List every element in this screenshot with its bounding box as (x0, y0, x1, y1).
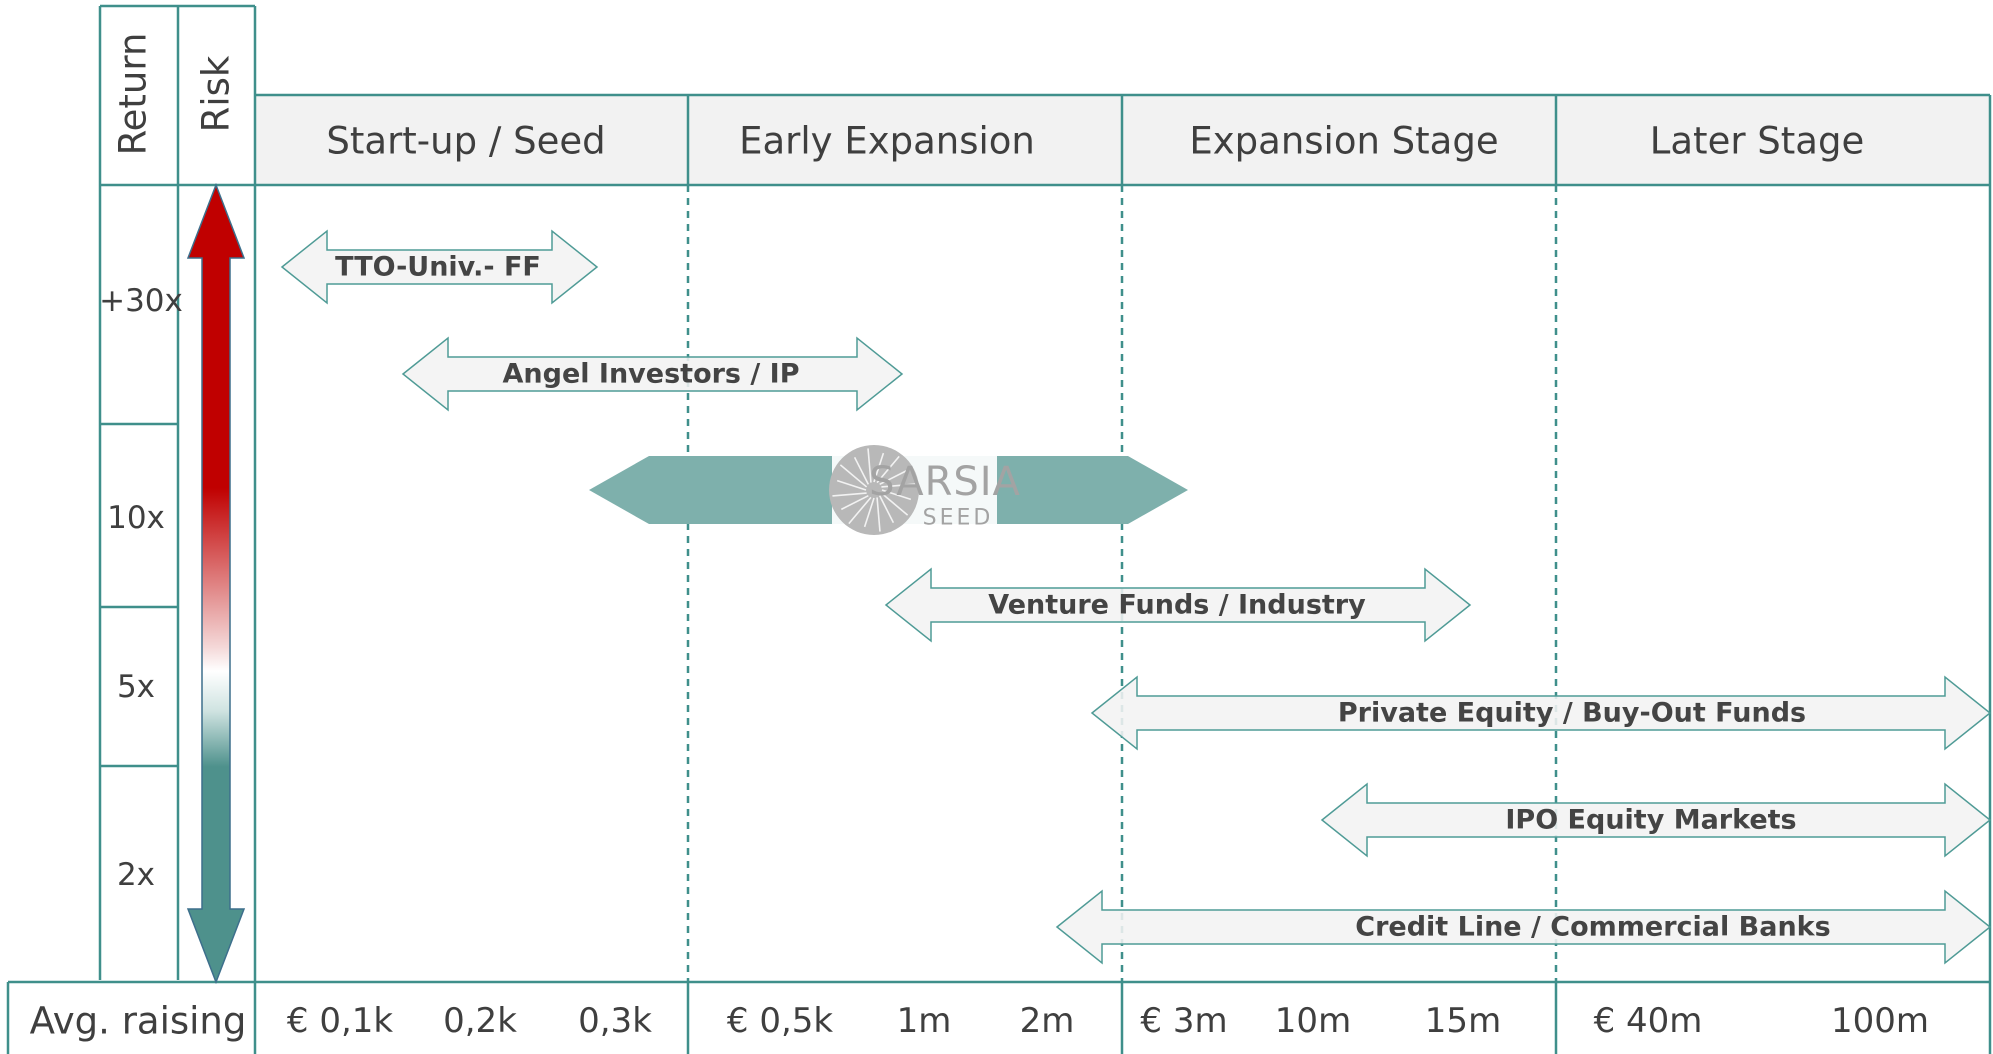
logo-ray (881, 483, 916, 488)
funding-label-angel: Angel Investors / IP (502, 358, 800, 390)
logo-name: SARSIA (869, 459, 1021, 505)
raising-value: 10m (1274, 1001, 1352, 1041)
risk-gradient-arrow (186, 182, 246, 985)
funding-label-tto: TTO-Univ.- FF (335, 251, 541, 283)
logo-ray (839, 464, 868, 488)
raising-value: 2m (1019, 1001, 1075, 1041)
raising-value: 100m (1830, 1001, 1930, 1041)
raising-value: € 40m (1593, 1001, 1703, 1041)
logo-ray (832, 492, 867, 497)
stage-header-later: Later Stage (1649, 119, 1865, 163)
logo-ray (880, 492, 909, 516)
logo-ray (876, 497, 881, 532)
angel-arrow (401, 336, 904, 412)
stage-header-startup: Start-up / Seed (326, 119, 606, 163)
funding-label-private-equity: Private Equity / Buy-Out Funds (1337, 697, 1807, 729)
logo-subtitle: SEED (922, 505, 994, 531)
return-label-2x: 2x (116, 857, 156, 893)
grid (6, 4, 1992, 1054)
risk-axis-title: Risk (194, 55, 238, 133)
ipo-arrow (1320, 782, 1992, 858)
funding-label-venture: Venture Funds / Industry (988, 589, 1366, 621)
return-label-5x: 5x (116, 669, 156, 705)
funding-label-credit: Credit Line / Commercial Banks (1355, 911, 1831, 943)
raising-value: 0,3k (578, 1001, 652, 1041)
raising-value: € 3m (1140, 1001, 1228, 1041)
raising-value: 15m (1424, 1001, 1502, 1041)
raising-value: 1m (896, 1001, 952, 1041)
logo-ray (881, 489, 912, 501)
stage-header-expansion: Expansion Stage (1189, 119, 1499, 163)
raising-value: € 0,5k (726, 1001, 834, 1041)
logo-ray (848, 496, 872, 525)
return-label-30x: +30x (99, 283, 183, 319)
sun-spiral-logo-icon (829, 445, 919, 535)
raising-value: € 0,1k (286, 1001, 394, 1041)
funding-label-ipo: IPO Equity Markets (1505, 804, 1797, 836)
logo-ray (876, 455, 900, 484)
logo-sun-disc (829, 445, 919, 535)
venture-arrow (884, 567, 1472, 643)
logo-ray (853, 456, 870, 485)
private-equity-arrow (1090, 675, 1992, 751)
tto-arrow (280, 229, 599, 305)
logo-ray (863, 497, 875, 528)
raising-value: 0,2k (443, 1001, 517, 1041)
return-axis-title: Return (111, 32, 155, 156)
avg-raising-label: Avg. raising (29, 999, 247, 1043)
return-label-10x: 10x (107, 500, 165, 536)
funding-arrows (280, 229, 1992, 965)
logo-ray (878, 495, 895, 524)
stage-header-early-expansion: Early Expansion (739, 119, 1035, 163)
logo-ray (873, 452, 885, 483)
logo-ray (879, 469, 908, 486)
logo-ray (836, 479, 867, 491)
credit-arrow (1055, 889, 1992, 965)
logo-ray (867, 448, 872, 483)
logo-ray (840, 494, 869, 511)
